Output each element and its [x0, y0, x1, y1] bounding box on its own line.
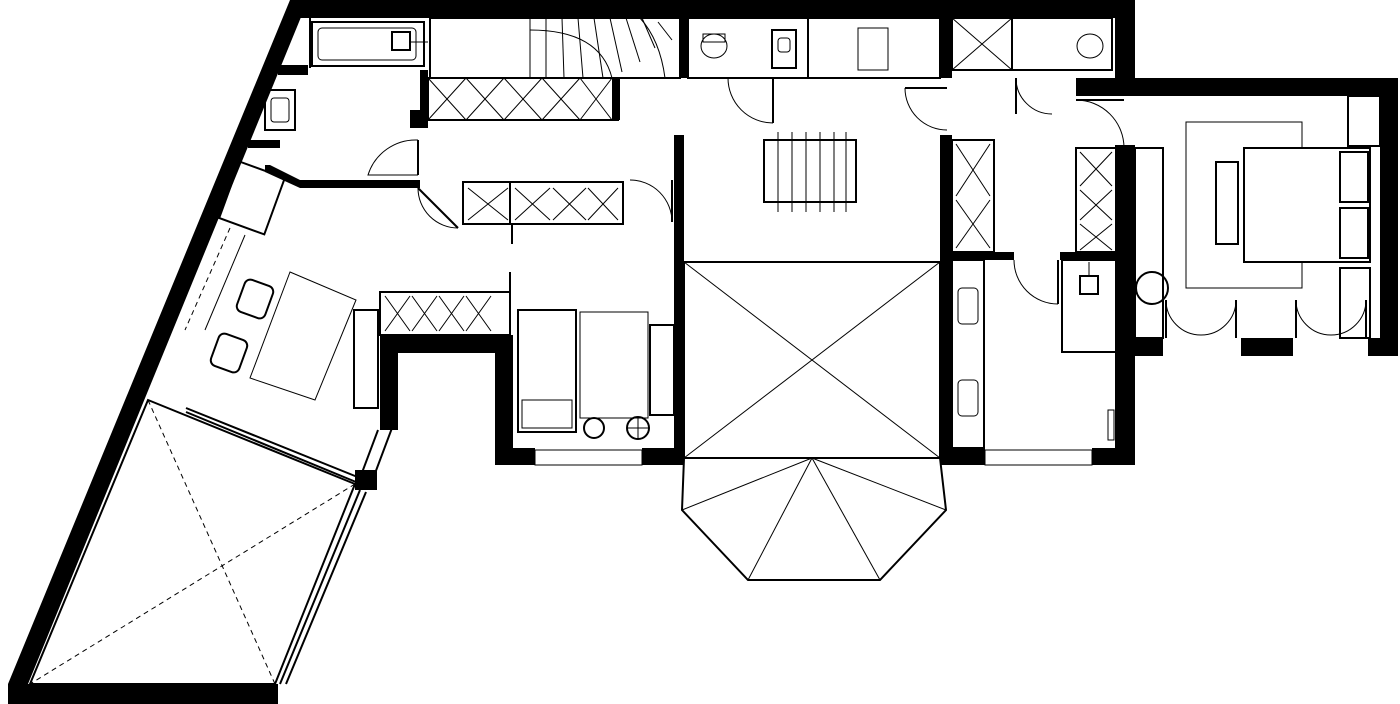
- shower-1: [807, 17, 941, 79]
- foosball-table: [763, 132, 857, 212]
- staircase: [429, 17, 681, 79]
- kids-room: [517, 309, 675, 466]
- bathroom-upper-left: [264, 18, 428, 131]
- corridor-wardrobe-top: [427, 77, 620, 121]
- study: [184, 160, 379, 483]
- wc-2: [951, 17, 1113, 71]
- master-bathroom: [951, 259, 1117, 466]
- wc-1: [687, 17, 809, 79]
- doors: [367, 77, 1125, 305]
- terrace-void: [28, 398, 393, 685]
- master-closets: [951, 139, 1117, 253]
- master-bedroom: [1134, 95, 1381, 339]
- walls: [8, 0, 1398, 704]
- kids-wardrobe: [379, 272, 511, 336]
- bay-window: [680, 457, 948, 581]
- corridor-wardrobe-mid: [462, 181, 624, 244]
- void-skylight: [683, 261, 941, 459]
